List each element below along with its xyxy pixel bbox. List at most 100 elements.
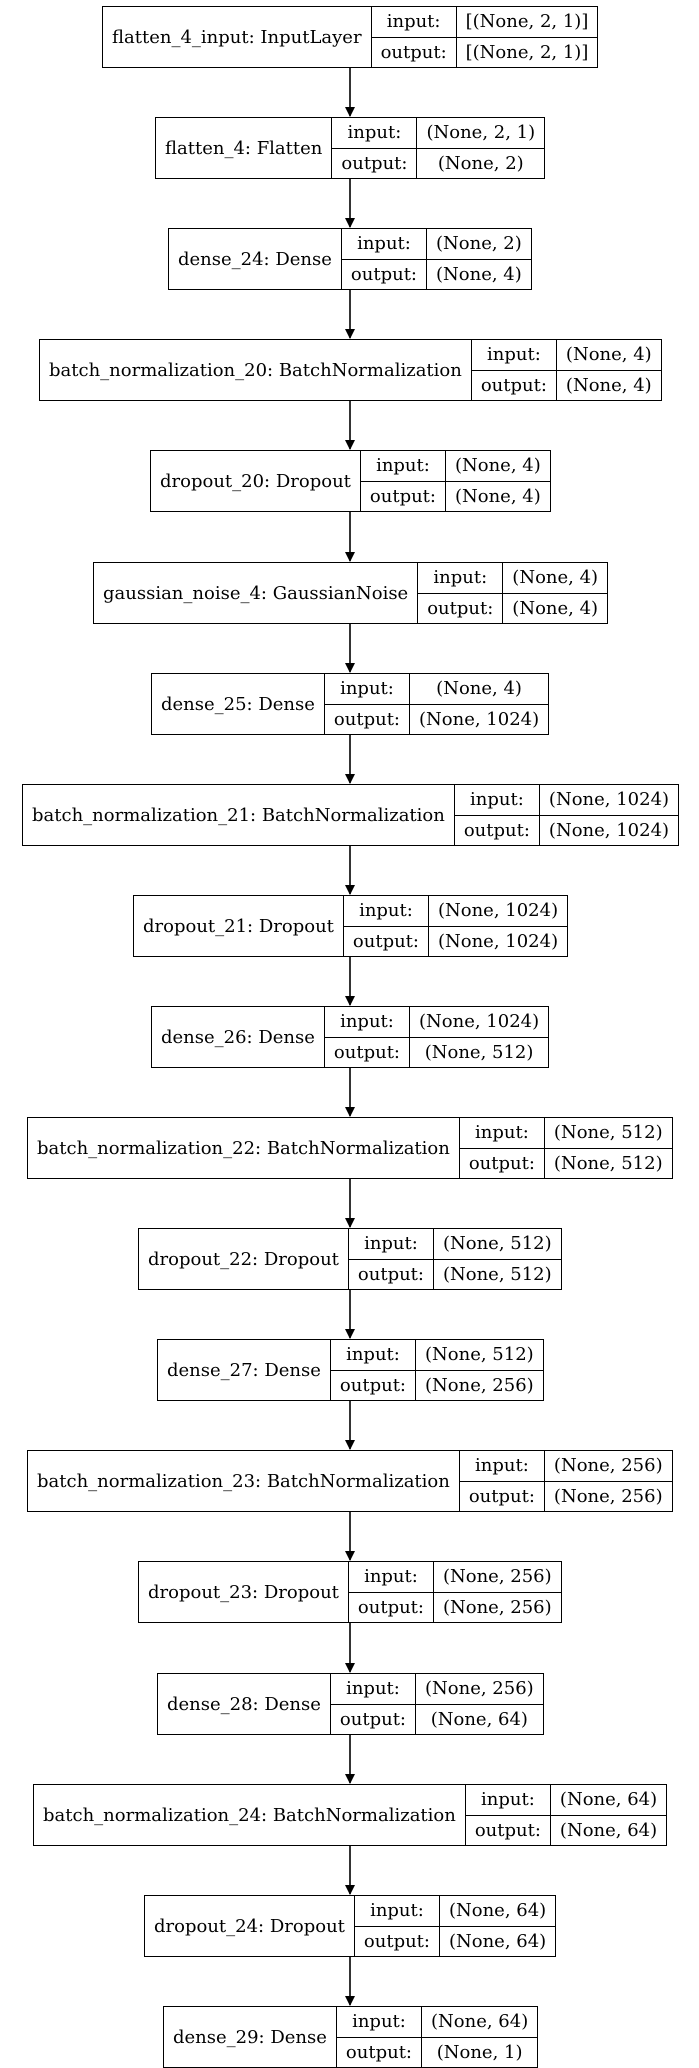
io-value-column: (None, 64) (None, 1) xyxy=(422,2007,538,2067)
io-value-column: (None, 4) (None, 4) xyxy=(556,340,661,400)
output-shape: (None, 1) xyxy=(436,2041,523,2063)
io-key-column: input: output: xyxy=(343,896,429,956)
output-label: output: xyxy=(345,2041,412,2063)
io-key-column: input: output: xyxy=(348,1562,434,1622)
output-shape: (None, 1024) xyxy=(419,708,540,730)
layer-name: dense_27: Dense xyxy=(158,1340,331,1400)
output-shape: (None, 1024) xyxy=(548,819,670,841)
input-shape: (None, 256) xyxy=(416,1674,543,1705)
output-shape: (None, 64) xyxy=(559,1819,658,1841)
input-label: input: xyxy=(354,1896,439,1927)
output-shape: (None, 1024) xyxy=(437,930,559,952)
layer-node: batch_normalization_21: BatchNormalizati… xyxy=(22,784,679,846)
io-key-column: input: output: xyxy=(330,1674,416,1734)
layer-name: dropout_23: Dropout xyxy=(139,1562,349,1622)
output-label: output: xyxy=(468,1152,535,1174)
input-shape: (None, 4) xyxy=(503,563,608,594)
io-key-column: input:output: xyxy=(371,7,457,67)
io-value-column: (None, 1024) (None, 1024) xyxy=(539,785,679,845)
output-shape: (None, 64) xyxy=(430,1708,528,1730)
output-label: output: xyxy=(352,930,419,952)
io-value-column: (None, 256) (None, 64) xyxy=(416,1674,543,1734)
layer-name: batch_normalization_21: BatchNormalizati… xyxy=(23,785,455,845)
layer-name: dropout_22: Dropout xyxy=(139,1229,349,1289)
output-label: output: xyxy=(357,1596,424,1618)
layer-name: dense_28: Dense xyxy=(158,1674,331,1734)
io-key-column: input: output: xyxy=(459,1118,545,1178)
input-label: input: xyxy=(343,896,428,927)
io-key-column: input: output: xyxy=(471,340,557,400)
input-label: input: xyxy=(418,563,503,594)
output-label: output: xyxy=(333,708,400,730)
output-label: output: xyxy=(341,152,408,174)
layer-name: batch_normalization_23: BatchNormalizati… xyxy=(28,1451,460,1511)
output-shape: (None, 256) xyxy=(425,1374,534,1396)
layer-name: batch_normalization_24: BatchNormalizati… xyxy=(34,1785,466,1845)
input-label: input: xyxy=(459,1118,544,1149)
layer-name: dropout_21: Dropout xyxy=(134,896,344,956)
input-shape: (None, 2, 1) xyxy=(417,118,545,149)
output-label: output: xyxy=(380,41,447,63)
input-shape: (None, 64) xyxy=(422,2007,538,2038)
input-label: input: xyxy=(348,1229,433,1260)
input-label: input: xyxy=(360,451,445,482)
output-shape: (None, 4) xyxy=(436,263,522,285)
output-shape: (None, 512) xyxy=(553,1152,663,1174)
layer-name: dense_29: Dense xyxy=(164,2007,337,2067)
output-shape: (None, 64) xyxy=(448,1930,547,1952)
layer-node: batch_normalization_23: BatchNormalizati… xyxy=(27,1450,673,1512)
io-value-column: (None, 512)(None, 512) xyxy=(544,1118,672,1178)
io-value-column: (None, 64) (None, 64) xyxy=(550,1785,667,1845)
layer-node: batch_normalization_24: BatchNormalizati… xyxy=(33,1784,667,1846)
io-value-column: (None, 1024)(None, 1024) xyxy=(428,896,568,956)
io-key-column: input:output: xyxy=(454,785,540,845)
output-label: output: xyxy=(339,1708,406,1730)
input-shape: [(None, 2, 1)] xyxy=(456,7,598,38)
output-label: output: xyxy=(480,374,547,396)
output-shape: (None, 256) xyxy=(442,1596,552,1618)
input-shape: (None, 512) xyxy=(416,1340,543,1371)
input-shape: (None, 4) xyxy=(410,674,549,705)
io-key-column: input: output: xyxy=(418,563,504,623)
input-label: input: xyxy=(348,1562,433,1593)
output-label: output: xyxy=(333,1041,400,1063)
input-shape: (None, 64) xyxy=(550,1785,667,1816)
input-shape: (None, 256) xyxy=(544,1451,672,1482)
io-value-column: (None, 2, 1)(None, 2) xyxy=(417,118,545,178)
input-shape: (None, 4) xyxy=(556,340,661,371)
input-label: input: xyxy=(471,340,556,371)
io-value-column: [(None, 2, 1)][(None, 2, 1)] xyxy=(456,7,598,67)
layer-name: dropout_20: Dropout xyxy=(151,451,361,511)
output-shape: (None, 4) xyxy=(565,374,652,396)
input-shape: (None, 512) xyxy=(433,1229,561,1260)
output-shape: (None, 512) xyxy=(442,1263,552,1285)
input-shape: (None, 2) xyxy=(427,229,531,260)
output-label: output: xyxy=(363,1930,430,1952)
layer-node: batch_normalization_20: BatchNormalizati… xyxy=(39,339,662,401)
output-label: output: xyxy=(357,1263,424,1285)
io-key-column: input:output: xyxy=(465,1785,551,1845)
io-key-column: input: output: xyxy=(348,1229,434,1289)
layer-name: dense_24: Dense xyxy=(169,229,342,289)
input-label: input: xyxy=(330,1674,415,1705)
input-shape: (None, 1024) xyxy=(410,1007,549,1038)
input-shape: (None, 1024) xyxy=(539,785,679,816)
io-key-column: input:output: xyxy=(341,229,427,289)
output-label: output: xyxy=(474,1819,541,1841)
input-label: input: xyxy=(324,674,409,705)
output-shape: (None, 256) xyxy=(553,1485,663,1507)
io-key-column: input:output: xyxy=(336,2007,422,2067)
layer-name: dropout_24: Dropout xyxy=(145,1896,355,1956)
io-value-column: (None, 4)(None, 4) xyxy=(503,563,608,623)
output-label: output: xyxy=(427,597,494,619)
layer-name: gaussian_noise_4: GaussianNoise xyxy=(94,563,419,623)
